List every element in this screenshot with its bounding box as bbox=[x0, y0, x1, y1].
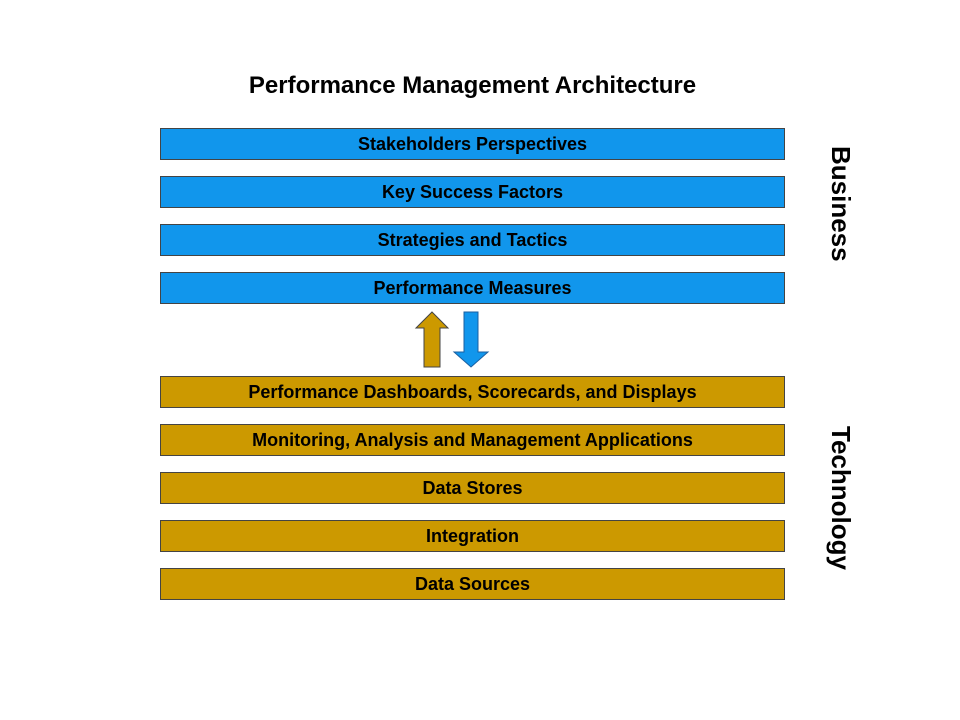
arrow-down-icon bbox=[452, 311, 490, 368]
layer-integration: Integration bbox=[160, 520, 785, 552]
layer-monitoring-analysis: Monitoring, Analysis and Management Appl… bbox=[160, 424, 785, 456]
layer-data-sources: Data Sources bbox=[160, 568, 785, 600]
business-label: Business bbox=[826, 146, 856, 262]
layer-performance-dashboards: Performance Dashboards, Scorecards, and … bbox=[160, 376, 785, 408]
arrows-group bbox=[414, 311, 490, 368]
arrow-up-icon bbox=[414, 311, 450, 368]
layer-key-success-factors: Key Success Factors bbox=[160, 176, 785, 208]
diagram-title: Performance Management Architecture bbox=[248, 72, 697, 99]
layer-data-stores: Data Stores bbox=[160, 472, 785, 504]
layer-strategies-and-tactics: Strategies and Tactics bbox=[160, 224, 785, 256]
technology-label: Technology bbox=[826, 426, 856, 570]
layer-performance-measures: Performance Measures bbox=[160, 272, 785, 304]
layer-stakeholders-perspectives: Stakeholders Perspectives bbox=[160, 128, 785, 160]
